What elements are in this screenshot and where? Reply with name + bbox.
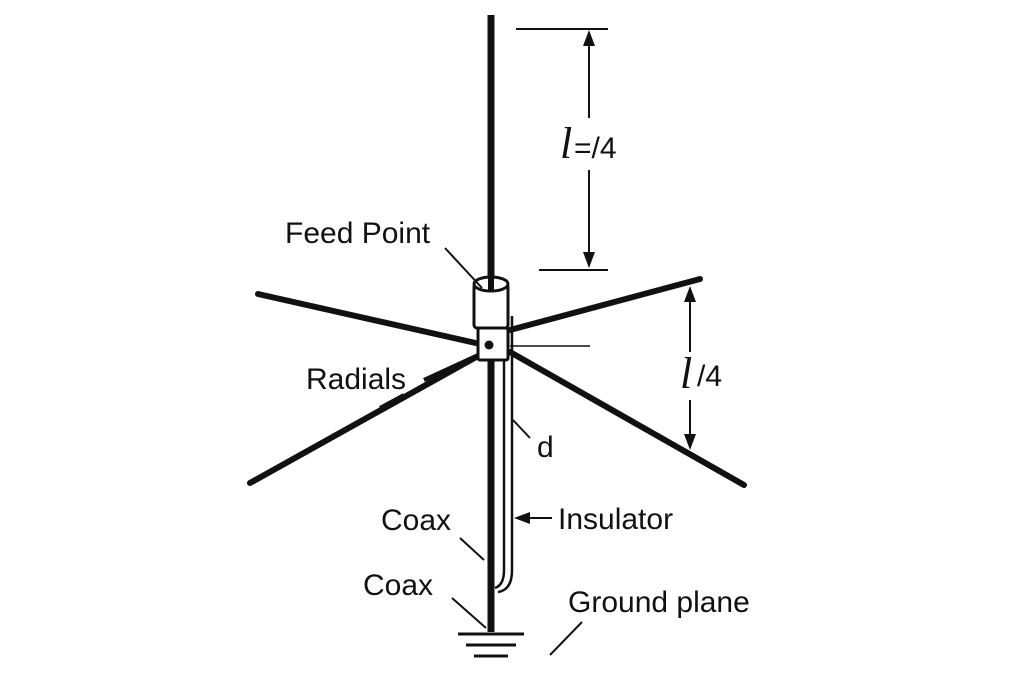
ground-plane-leader bbox=[549, 621, 583, 656]
top-dim-symbol: l bbox=[560, 119, 572, 168]
feed-point-label: Feed Point bbox=[285, 217, 431, 250]
hub-bolt bbox=[484, 340, 494, 350]
insulator-sleeve bbox=[494, 316, 514, 594]
radials-leader-lower bbox=[379, 393, 405, 410]
coax-lower-leader bbox=[451, 597, 487, 629]
top-dim-arrow-up bbox=[583, 30, 595, 46]
top-dim-fraction: =/4 bbox=[574, 132, 617, 165]
ground-plane-label: Ground plane bbox=[568, 586, 750, 619]
insulator-label: Insulator bbox=[558, 503, 673, 536]
insulator-arrow-head bbox=[514, 512, 530, 524]
radial-left-lower bbox=[247, 353, 481, 486]
feed-point-leader bbox=[444, 247, 483, 289]
radial-right-upper bbox=[507, 276, 703, 333]
radial-left-upper bbox=[255, 291, 492, 349]
right-dim-arrow-down bbox=[684, 434, 696, 450]
coax-upper-label: Coax bbox=[381, 504, 451, 537]
right-dim-symbol: l bbox=[680, 349, 692, 398]
right-dim-arrow-up bbox=[684, 286, 696, 302]
radial-right-lower bbox=[507, 349, 747, 488]
radials-leader bbox=[423, 354, 477, 382]
radials-label: Radials bbox=[306, 363, 406, 396]
d-label: d bbox=[537, 431, 554, 464]
right-dim-fraction: /4 bbox=[697, 360, 722, 393]
top-dim-arrow-down bbox=[583, 252, 595, 268]
coax-lower-label: Coax bbox=[363, 569, 433, 602]
d-leader bbox=[512, 419, 531, 439]
coax-upper-leader bbox=[459, 537, 485, 561]
